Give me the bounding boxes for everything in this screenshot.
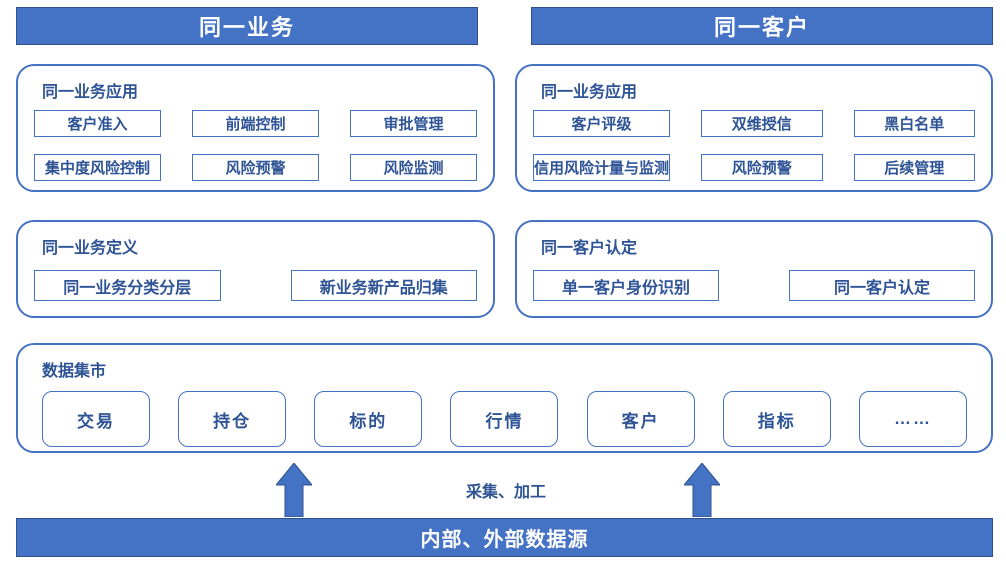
box-dual-credit: 双维授信 [701, 110, 823, 137]
data-source-bar: 内部、外部数据源 [16, 518, 993, 557]
box-grid: 客户准入 前端控制 审批管理 集中度风险控制 风险预警 风险监测 [34, 110, 477, 181]
data-mart-boxes: 交易 持仓 标的 行情 客户 指标 …… [34, 391, 975, 447]
box-customer: 客户 [586, 391, 695, 447]
panel-title: 同一客户认定 [541, 240, 638, 257]
box-grid: 客户评级 双维授信 黑白名单 信用风险计量与监测 风险预警 后续管理 [533, 110, 975, 181]
box-single-customer-identity: 单一客户身份识别 [533, 270, 719, 301]
box-risk-warning: 风险预警 [192, 154, 319, 181]
box-black-white-list: 黑白名单 [853, 110, 975, 137]
box-credit-risk-measure: 信用风险计量与监测 [533, 154, 671, 181]
box-new-product-collection: 新业务新产品归集 [290, 270, 477, 301]
flow-label: 采集、加工 [465, 484, 546, 501]
box-risk-monitoring: 风险监测 [350, 154, 477, 181]
box-same-customer-identify: 同一客户认定 [789, 270, 975, 301]
box-risk-warning: 风险预警 [701, 154, 823, 181]
up-arrow-icon [276, 463, 312, 517]
box-market: 行情 [450, 391, 559, 447]
box-business-classification: 同一业务分类分层 [34, 270, 221, 301]
box-front-control: 前端控制 [192, 110, 319, 137]
header-same-business: 同一业务 [16, 7, 478, 45]
box-grid: 同一业务分类分层 新业务新产品归集 [34, 270, 477, 301]
header-same-customer: 同一客户 [531, 7, 993, 45]
panel-business-definition: 同一业务定义 同一业务分类分层 新业务新产品归集 [16, 220, 495, 318]
panel-title: 同一业务应用 [42, 84, 139, 101]
panel-title: 同一业务定义 [42, 240, 139, 257]
up-arrow-icon [684, 463, 720, 517]
box-trade: 交易 [42, 391, 150, 447]
box-ellipsis: …… [858, 391, 967, 447]
box-concentration-risk: 集中度风险控制 [34, 154, 161, 181]
panel-data-mart: 数据集市 交易 持仓 标的 行情 客户 指标 …… [16, 343, 993, 453]
box-customer-rating: 客户评级 [533, 110, 671, 137]
box-approval-management: 审批管理 [350, 110, 477, 137]
panel-title: 同一业务应用 [541, 84, 638, 101]
panel-business-application: 同一业务应用 客户准入 前端控制 审批管理 集中度风险控制 风险预警 风险监测 [16, 64, 495, 192]
panel-customer-identification: 同一客户认定 单一客户身份识别 同一客户认定 [515, 220, 993, 318]
box-grid: 单一客户身份识别 同一客户认定 [533, 270, 975, 301]
box-position: 持仓 [178, 391, 287, 447]
panel-title: 数据集市 [42, 363, 107, 380]
box-follow-up-management: 后续管理 [853, 154, 975, 181]
panel-customer-application: 同一业务应用 客户评级 双维授信 黑白名单 信用风险计量与监测 风险预警 后续管… [515, 64, 993, 192]
box-customer-admission: 客户准入 [34, 110, 161, 137]
box-indicator: 指标 [722, 391, 831, 447]
box-subject: 标的 [314, 391, 423, 447]
